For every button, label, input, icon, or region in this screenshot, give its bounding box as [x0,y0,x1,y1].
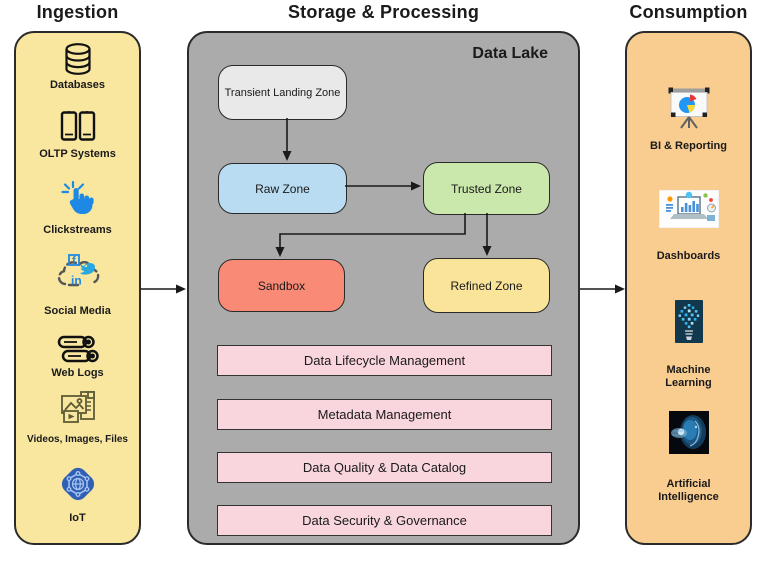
iot-network-icon [16,464,139,504]
zone-sandbox-label: Sandbox [257,278,306,293]
zone-transient-landing: Transient Landing Zone [218,65,347,120]
data-lake-container: Data Lake Transient Landing Zone Raw Zon… [187,31,580,545]
zone-refined: Refined Zone [423,258,550,313]
item-label-bi-reporting: BI & Reporting [650,140,727,152]
item-label-databases: Databases [49,79,106,91]
twitter-bird-glyph [79,262,95,275]
consumption-title: Consumption [629,2,748,22]
media-files-icon [16,390,139,427]
zone-transient-landing-label: Transient Landing Zone [224,86,341,99]
bar-data-lifecycle-management: Data Lifecycle Management [217,345,552,376]
item-label-web-logs: Web Logs [51,367,104,379]
item-label-oltp: OLTP Systems [39,148,116,160]
bar-label: Data Security & Governance [302,513,467,528]
item-label-machine-learning: Machine Learning [665,364,712,390]
item-label-dashboards: Dashboards [656,250,721,262]
item-label-videos-images-files: Videos, Images, Files [27,434,128,445]
zone-raw: Raw Zone [218,163,347,214]
item-label-social-media: Social Media [44,305,111,317]
bar-label: Data Quality & Data Catalog [302,460,467,475]
linkedin-in-glyph: in [71,274,82,288]
bar-data-quality-catalog: Data Quality & Data Catalog [217,452,552,483]
social-cloud-icon: f in [16,254,139,291]
zone-sandbox: Sandbox [218,259,345,312]
dashboards-icon [627,190,750,228]
facebook-f-glyph: f [72,255,76,267]
zone-raw-label: Raw Zone [255,181,310,196]
machine-learning-bulb-icon [627,300,750,343]
logs-stack-icon [16,334,139,364]
consumption-panel: BI & Reporting [625,31,752,545]
bar-label: Data Lifecycle Management [303,353,466,368]
item-label-clickstreams: Clickstreams [43,224,112,236]
ai-head-icon [627,411,750,454]
bar-data-security-governance: Data Security & Governance [217,505,552,536]
bi-presentation-icon [627,85,750,132]
bar-metadata-management: Metadata Management [217,399,552,430]
item-label-artificial-intelligence: Artificial Intelligence [658,478,719,504]
zone-refined-label: Refined Zone [450,278,523,293]
zone-trusted: Trusted Zone [423,162,550,215]
item-label-iot: IoT [69,512,86,524]
click-cursor-icon [16,180,139,217]
ingestion-panel: Databases OLTP Systems [14,31,141,545]
bar-label: Metadata Management [317,407,452,422]
data-lake-label: Data Lake [472,45,548,62]
ingestion-title: Ingestion [36,2,119,22]
oltp-phones-icon [16,110,139,143]
database-icon [16,42,139,76]
zone-trusted-label: Trusted Zone [451,181,522,196]
storage-processing-title: Storage & Processing [287,2,480,22]
